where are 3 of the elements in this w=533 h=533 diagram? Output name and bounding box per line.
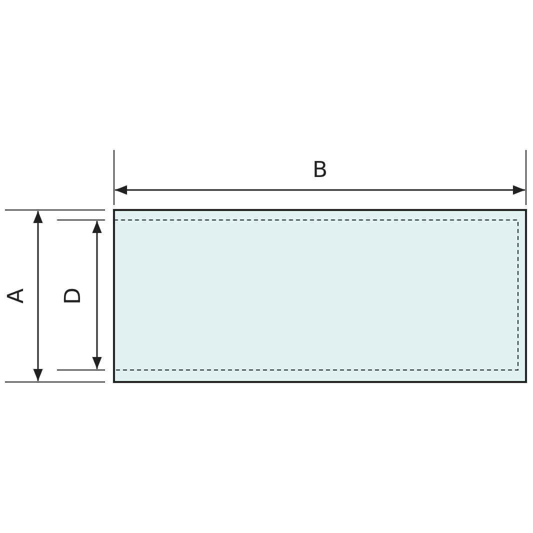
dimension-label: B (312, 160, 328, 182)
dimension-label: D (63, 288, 85, 304)
dimension-label: A (6, 288, 28, 304)
